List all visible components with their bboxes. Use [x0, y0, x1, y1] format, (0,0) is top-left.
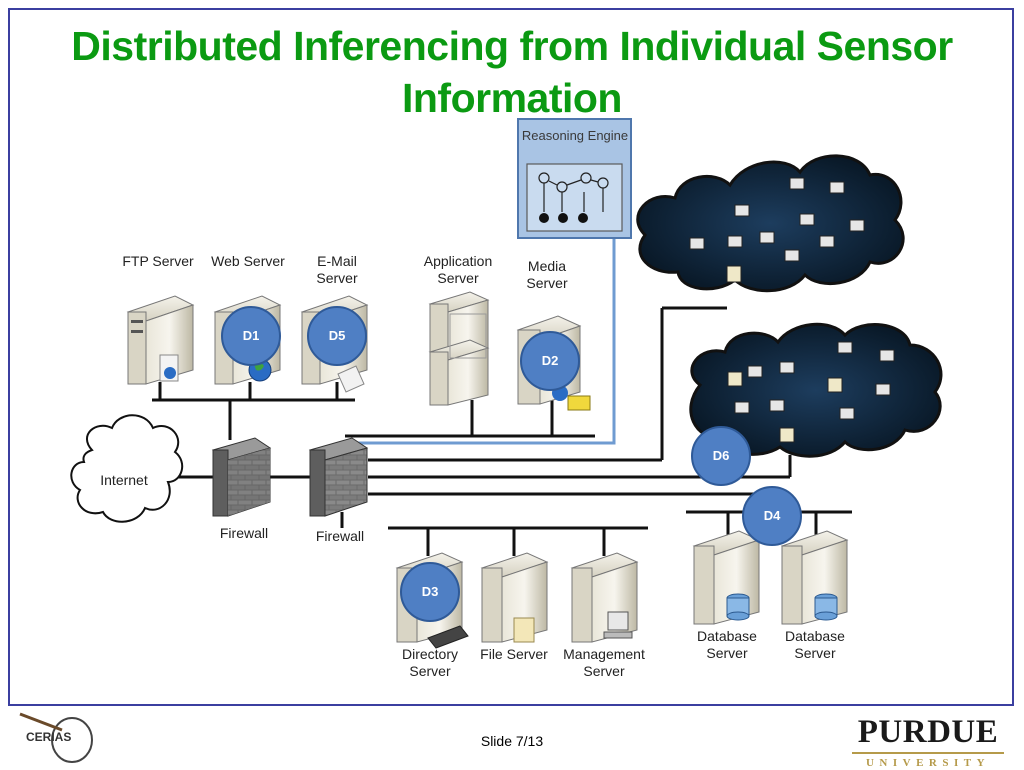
file-server-label: File Server: [480, 646, 548, 662]
cloud-1-workstations: [689, 177, 865, 283]
cerias-text: CERIAS: [26, 730, 72, 744]
cerias-logo-text: CERIAS: [16, 708, 106, 764]
slide-title: Distributed Inferencing from Individual …: [71, 23, 953, 121]
internet-label: Internet: [100, 472, 148, 488]
detector-badge-d2: D2: [520, 331, 580, 391]
management-server-icon: [570, 552, 639, 643]
purdue-logo: PURDUE UNIVERSITY: [852, 714, 1004, 770]
firewall-2: [308, 437, 369, 517]
directory-server-label: Directory Server: [401, 646, 458, 679]
media-server-label: Media Server: [526, 258, 568, 291]
remote-network-cloud-2: [689, 322, 943, 458]
detector-badge-d3: D3: [400, 562, 460, 622]
application-server-icon: [428, 291, 490, 406]
management-server-label: Management Server: [563, 646, 645, 679]
firewall-1-label: Firewall: [219, 525, 269, 541]
application-server-label: Application Server: [423, 253, 493, 286]
email-server-label: E-Mail Server: [316, 253, 358, 286]
slide-number: Slide 7/13: [480, 733, 544, 749]
firewall-2-label: Firewall: [315, 528, 365, 544]
cerias-logo: [19, 712, 93, 763]
file-server-icon: [480, 552, 549, 643]
cloud-2-workstations: [727, 341, 895, 443]
database-server-2-icon: [780, 530, 849, 625]
purdue-wordmark: PURDUE: [857, 714, 999, 750]
reasoning-engine-box: [517, 118, 632, 239]
database-server-1-icon: [692, 530, 761, 625]
internet-cloud: [70, 414, 184, 523]
ftp-server-label: FTP Server: [122, 253, 194, 269]
detector-badge-d4: D4: [742, 486, 802, 546]
slide-frame: [8, 8, 1014, 706]
detector-badge-d1: D1: [221, 306, 281, 366]
purdue-university-text: UNIVERSITY: [852, 752, 1004, 770]
database-server-1-label: Database Server: [697, 628, 757, 661]
ftp-server-icon: [126, 295, 195, 385]
web-server-label: Web Server: [211, 253, 285, 269]
database-server-2-label: Database Server: [785, 628, 845, 661]
detector-badge-d5: D5: [307, 306, 367, 366]
reasoning-engine-label: Reasoning Engine: [521, 128, 629, 143]
firewall-1: [211, 437, 272, 517]
network-links: [152, 306, 852, 556]
detector-badge-d6: D6: [691, 426, 751, 486]
